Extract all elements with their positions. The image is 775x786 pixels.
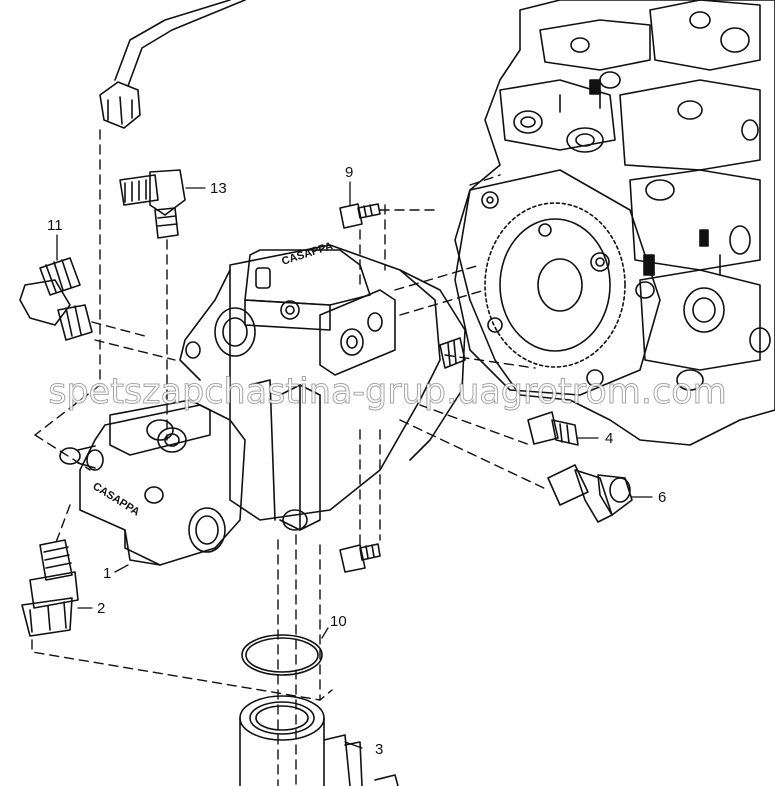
callout-13: 13 (210, 180, 227, 197)
assembly-lines (31, 129, 549, 786)
hydraulic-pump (59, 244, 466, 566)
fitting-11 (19, 257, 93, 341)
bolt-lower (339, 543, 381, 573)
callout-4: 4 (605, 430, 614, 447)
callout-10: 10 (330, 613, 347, 630)
fitting-2 (21, 539, 79, 637)
callout-11: 11 (47, 217, 63, 234)
callout-9: 9 (345, 164, 354, 181)
fitting-13 (119, 169, 186, 239)
watermark: spetszapchastina-grup.uagrotrom.com (48, 372, 728, 413)
hydraulic-tube (99, 0, 246, 129)
o-ring-10 (241, 634, 323, 676)
fitting-4 (527, 411, 579, 446)
callout-1: 1 (103, 565, 112, 582)
callout-2: 2 (97, 600, 106, 617)
bolt-9 (339, 203, 381, 229)
fitting-6 (547, 464, 633, 523)
callout-6: 6 (658, 489, 667, 506)
pump-side-stamp: CASAPPA (90, 480, 141, 518)
pump-top-stamp: CASAPPA (280, 240, 334, 268)
callout-3: 3 (375, 741, 384, 758)
leader-lines (56, 181, 653, 749)
mounting-flange (454, 169, 661, 396)
